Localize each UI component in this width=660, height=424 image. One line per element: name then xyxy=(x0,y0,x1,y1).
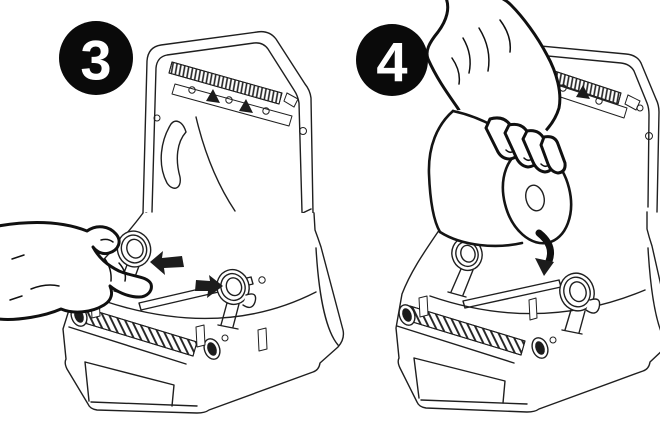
platen-roller xyxy=(68,296,268,365)
printer-base xyxy=(395,211,660,413)
step-number: 4 xyxy=(376,31,407,94)
step-number: 3 xyxy=(80,29,111,92)
hand-fingers xyxy=(484,116,567,175)
insert-down-arrow-icon xyxy=(535,229,555,276)
spread-left-arrow-icon xyxy=(150,251,184,275)
printer-lid xyxy=(142,30,314,244)
hand-spreading-holders xyxy=(0,221,153,321)
roll-holder-right xyxy=(216,268,257,330)
roll-holder-left xyxy=(113,230,152,297)
roll-core xyxy=(525,184,545,212)
printhead-bar xyxy=(168,61,293,127)
platen-roller xyxy=(396,295,557,364)
spread-right-arrow-icon xyxy=(195,275,223,298)
printer-base xyxy=(62,212,345,414)
panel-step-3: 3 xyxy=(0,21,345,414)
lid-window xyxy=(160,120,187,189)
step-badge-4: 4 xyxy=(356,24,428,96)
roll-holder-right xyxy=(559,272,601,335)
floor-slot xyxy=(138,276,266,311)
panel-step-4: 4 xyxy=(356,0,660,413)
step-badge-3: 3 xyxy=(59,21,133,95)
